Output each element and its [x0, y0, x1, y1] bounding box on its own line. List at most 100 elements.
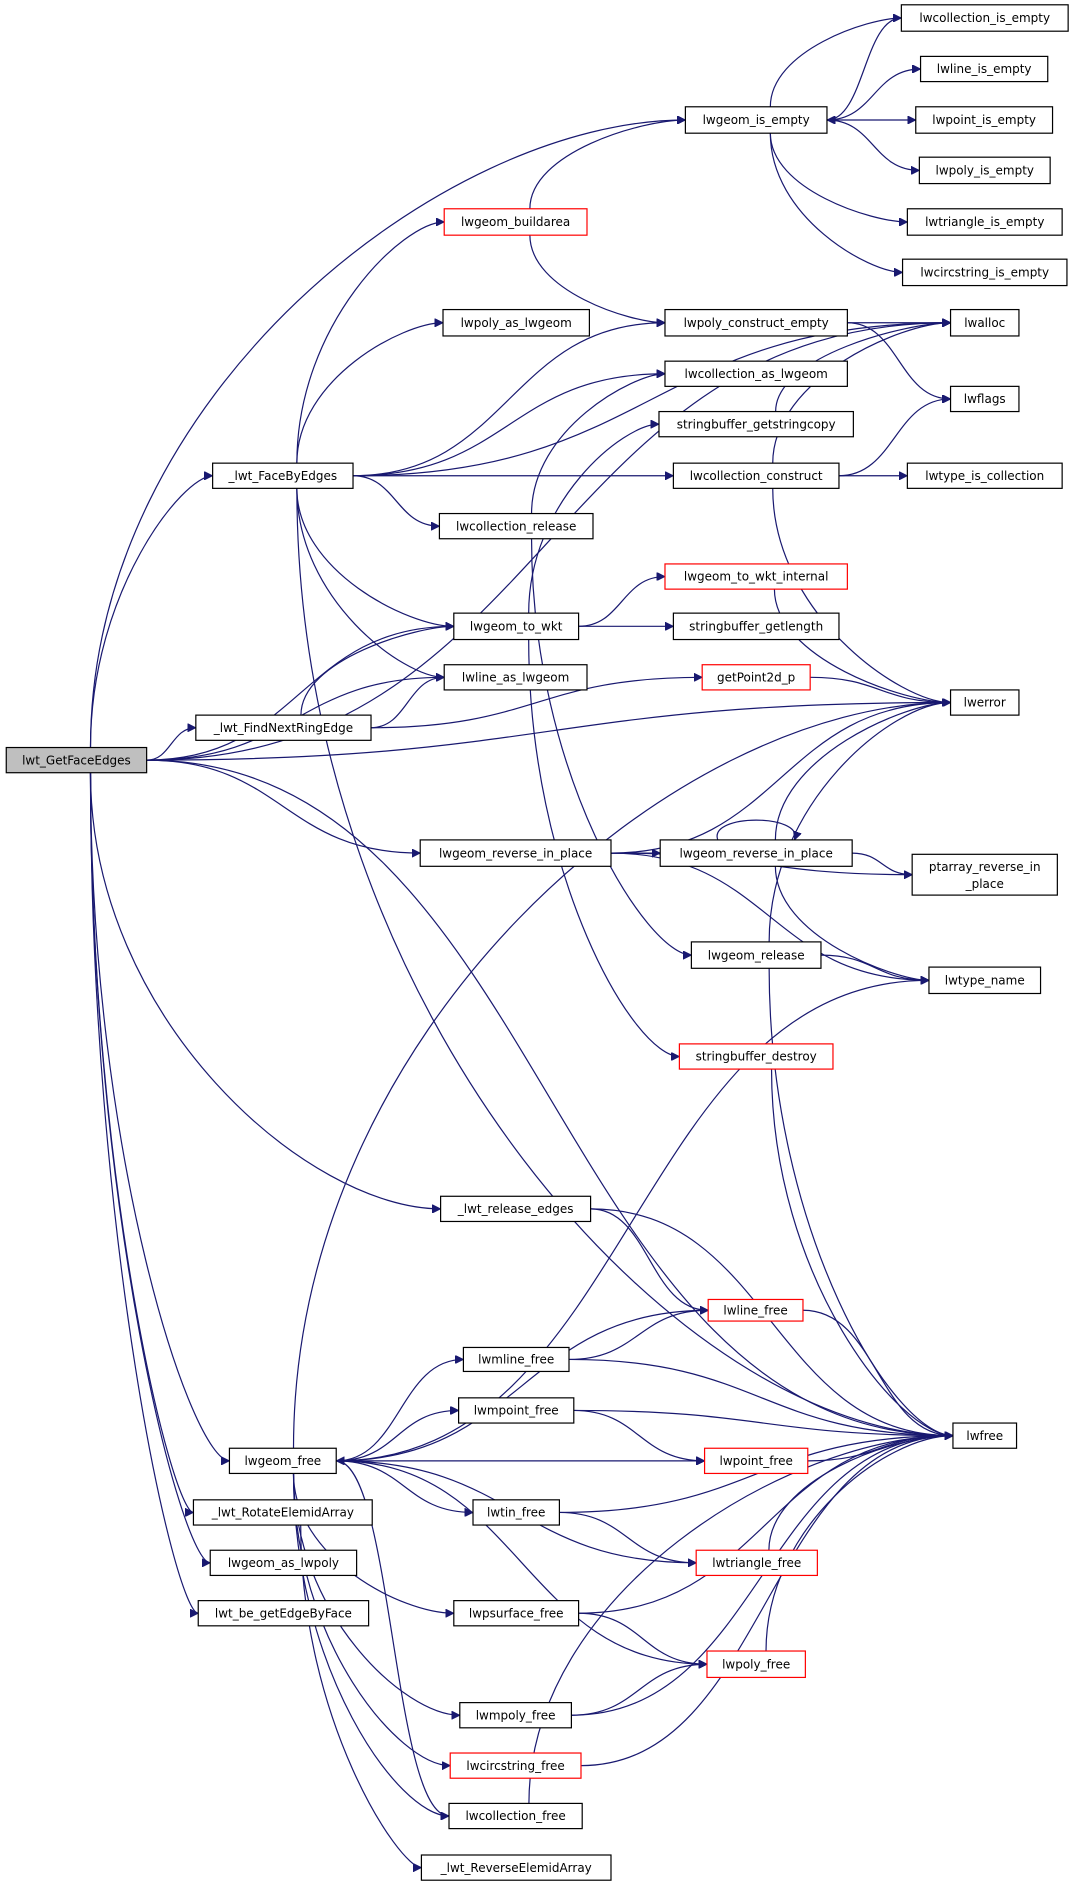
- edge-lwgeom-buildarea-to-lwpoly-construct-empty: [529, 235, 665, 323]
- node-label: lwgeom_reverse_in_place: [439, 846, 592, 860]
- node-box: [684, 106, 828, 134]
- node-box: [5, 746, 148, 774]
- node-lwcollection-as-lwgeom[interactable]: lwcollection_as_lwgeom: [664, 360, 848, 387]
- node-lwtriangle-is-empty[interactable]: lwtriangle_is_empty: [906, 208, 1063, 236]
- node-ptarray-reverse-in-place[interactable]: ptarray_reverse_in_place: [911, 853, 1058, 896]
- edge-lwgeom-free-to-lwmline-free: [336, 1359, 463, 1462]
- node-lwerror[interactable]: lwerror: [949, 689, 1020, 716]
- node-lwt-rotateelemidarray[interactable]: _lwt_RotateElemidArray: [192, 1499, 373, 1526]
- node-box: [438, 512, 594, 540]
- node-lwgeom-is-empty[interactable]: lwgeom_is_empty: [684, 106, 828, 134]
- node-lwtin-free[interactable]: lwtin_free: [472, 1499, 560, 1526]
- edge-lwtin-free-to-lwtriangle-free: [559, 1511, 696, 1562]
- node-lwgeom-reverse-in-place-b[interactable]: lwgeom_reverse_in_place: [659, 839, 853, 867]
- edge-lwt-facebyedges-to-lwcollection-as-lwgeom: [353, 374, 665, 477]
- node-lwpoly-as-lwgeom[interactable]: lwpoly_as_lwgeom: [442, 308, 590, 337]
- edge-lwt-getfaceedges-to-lwgeom-is-empty: [89, 120, 685, 748]
- node-lwtype-is-collection[interactable]: lwtype_is_collection: [906, 462, 1063, 489]
- node-stringbuffer-getlength[interactable]: stringbuffer_getlength: [672, 612, 840, 641]
- edge-getpoint2d-p-to-lwerror: [810, 676, 950, 702]
- node-lwpsurface-free[interactable]: lwpsurface_free: [453, 1600, 580, 1627]
- edge-lwt-getfaceedges-to-lwgeom-reverse-in-place-a: [146, 759, 421, 853]
- node-box: [664, 360, 848, 387]
- node-lwgeom-as-lwpoly[interactable]: lwgeom_as_lwpoly: [209, 1549, 358, 1577]
- node-lwtriangle-free[interactable]: lwtriangle_free: [695, 1549, 818, 1577]
- node-lwline-as-lwgeom[interactable]: lwline_as_lwgeom: [443, 664, 588, 691]
- node-lwcollection-construct[interactable]: lwcollection_construct: [672, 462, 840, 489]
- edge-lwt-release-edges-to-lwfree: [590, 1208, 953, 1436]
- node-lwflags[interactable]: lwflags: [949, 385, 1020, 413]
- node-label: lwpsurface_free: [469, 1606, 564, 1620]
- node-lwgeom-to-wkt[interactable]: lwgeom_to_wkt: [453, 612, 580, 641]
- node-box: [707, 1298, 804, 1322]
- node-label: lwtriangle_free: [712, 1556, 801, 1570]
- node-box: [420, 1854, 612, 1881]
- node-box: [419, 839, 612, 867]
- node-label: stringbuffer_destroy: [696, 1050, 817, 1064]
- edge-lwgeom-free-to-lwmpoint-free: [336, 1410, 458, 1462]
- node-lwmpoint-free[interactable]: lwmpoint_free: [458, 1397, 575, 1424]
- node-box: [701, 664, 811, 691]
- node-label: lwgeom_to_wkt_internal: [684, 570, 829, 584]
- node-lwcollection-free[interactable]: lwcollection_free: [448, 1802, 583, 1830]
- node-lwalloc[interactable]: lwalloc: [949, 308, 1020, 337]
- node-box: [690, 941, 822, 969]
- node-lwt-release-edges[interactable]: _lwt_release_edges: [440, 1195, 592, 1223]
- edge-lwtin-free-to-lwfree: [559, 1436, 953, 1514]
- node-lwcollection-is-empty[interactable]: lwcollection_is_empty: [900, 4, 1069, 32]
- edge-lwmline-free-to-lwline-free: [568, 1310, 708, 1361]
- node-lwgeom-buildarea[interactable]: lwgeom_buildarea: [443, 208, 588, 236]
- edge-lwt-facebyedges-to-lwgeom-to-wkt: [296, 488, 454, 626]
- node-lwcircstring-free[interactable]: lwcircstring_free: [449, 1752, 582, 1779]
- node-lwpoint-free[interactable]: lwpoint_free: [703, 1447, 809, 1475]
- node-box: [949, 385, 1020, 413]
- node-box: [915, 106, 1054, 134]
- edge-lwgeom-free-to-lwtype-name: [336, 980, 929, 1462]
- node-lwt-findnextringedge[interactable]: _lwt_FindNextRingEdge: [195, 714, 372, 741]
- node-box: [453, 1600, 580, 1627]
- edge-lwt-getfaceedges-to-lwt-be-getedgebyface: [89, 772, 199, 1614]
- node-lwgeom-release[interactable]: lwgeom_release: [690, 941, 822, 969]
- node-lwt-be-getedgebyface[interactable]: lwt_be_getEdgeByFace: [197, 1600, 370, 1627]
- node-lwpoly-free[interactable]: lwpoly_free: [706, 1650, 806, 1679]
- edge-lwt-getfaceedges-to-lwfree: [146, 759, 953, 1436]
- node-box: [228, 1447, 337, 1475]
- node-label: lwfree: [966, 1429, 1003, 1443]
- node-lwpoint-is-empty[interactable]: lwpoint_is_empty: [915, 106, 1054, 134]
- node-getpoint2d-p[interactable]: getPoint2d_p: [701, 664, 811, 691]
- edge-lwgeom-reverse-in-place-b-to-ptarray-reverse-in-place: [852, 852, 912, 875]
- node-stringbuffer-destroy[interactable]: stringbuffer_destroy: [678, 1043, 834, 1070]
- node-lwtype-name[interactable]: lwtype_name: [928, 966, 1042, 995]
- node-lwcircstring-is-empty[interactable]: lwcircstring_is_empty: [901, 258, 1068, 287]
- edge-lwgeom-free-to-lwpsurface-free: [292, 1473, 454, 1613]
- node-lwt-getfaceedges[interactable]: lwt_GetFaceEdges: [5, 746, 148, 774]
- node-label: lwcollection_construct: [690, 469, 823, 483]
- node-lwpoly-is-empty[interactable]: lwpoly_is_empty: [918, 156, 1051, 185]
- edge-lwgeom-is-empty-to-lwpoly-is-empty: [826, 119, 919, 170]
- node-lwmline-free[interactable]: lwmline_free: [462, 1346, 570, 1373]
- node-lwcollection-release[interactable]: lwcollection_release: [438, 512, 594, 540]
- node-lwgeom-reverse-in-place-a[interactable]: lwgeom_reverse_in_place: [419, 839, 612, 867]
- node-lwline-is-empty[interactable]: lwline_is_empty: [919, 55, 1049, 83]
- node-stringbuffer-getstringcopy[interactable]: stringbuffer_getstringcopy: [658, 410, 854, 438]
- node-lwgeom-to-wkt-internal[interactable]: lwgeom_to_wkt_internal: [664, 563, 848, 590]
- node-box: [911, 853, 1058, 896]
- node-lwpoly-construct-empty[interactable]: lwpoly_construct_empty: [664, 308, 848, 337]
- edge-lwmpoint-free-to-lwpoint-free: [573, 1409, 705, 1460]
- node-label: lwgeom_reverse_in_place: [680, 846, 833, 860]
- node-box: [659, 839, 853, 867]
- node-lwfree[interactable]: lwfree: [952, 1422, 1018, 1449]
- node-lwgeom-free[interactable]: lwgeom_free: [228, 1447, 337, 1475]
- node-lwline-free[interactable]: lwline_free: [707, 1298, 804, 1322]
- node-box: [672, 612, 840, 641]
- node-label: lwline_is_empty: [937, 62, 1032, 76]
- node-lwmpoly-free[interactable]: lwmpoly_free: [459, 1702, 572, 1729]
- node-lwt-reverseelemidarray[interactable]: _lwt_ReverseElemidArray: [420, 1854, 612, 1881]
- node-label: lwalloc: [964, 316, 1005, 330]
- node-lwt-facebyedges[interactable]: _lwt_FaceByEdges: [212, 462, 354, 489]
- node-box: [695, 1549, 818, 1577]
- node-label: lwgeom_as_lwpoly: [228, 1556, 339, 1570]
- node-box: [197, 1600, 370, 1627]
- node-label: _lwt_FindNextRingEdge: [213, 721, 353, 735]
- node-box: [472, 1499, 560, 1526]
